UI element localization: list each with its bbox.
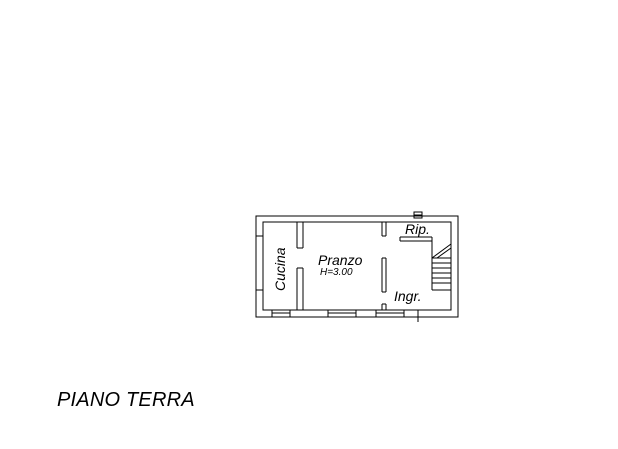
entrance-door	[413, 309, 423, 322]
room-label-cucina: Cucina	[272, 247, 288, 291]
room-label-ingresso: Ingr.	[394, 288, 422, 304]
window-openings	[256, 235, 405, 317]
staircase	[431, 243, 452, 291]
partition-dining-entrance	[381, 222, 387, 310]
floor-title: PIANO TERRA	[57, 389, 195, 411]
inner-wall-outline	[262, 221, 452, 311]
room-height-label: H=3.00	[320, 267, 353, 278]
room-label-ripostiglio: Rip.	[405, 221, 430, 237]
partition-kitchen-dining	[296, 222, 304, 310]
storage-partition	[399, 236, 433, 258]
room-label-pranzo: Pranzo	[318, 252, 363, 268]
outer-wall-outline	[255, 215, 459, 318]
